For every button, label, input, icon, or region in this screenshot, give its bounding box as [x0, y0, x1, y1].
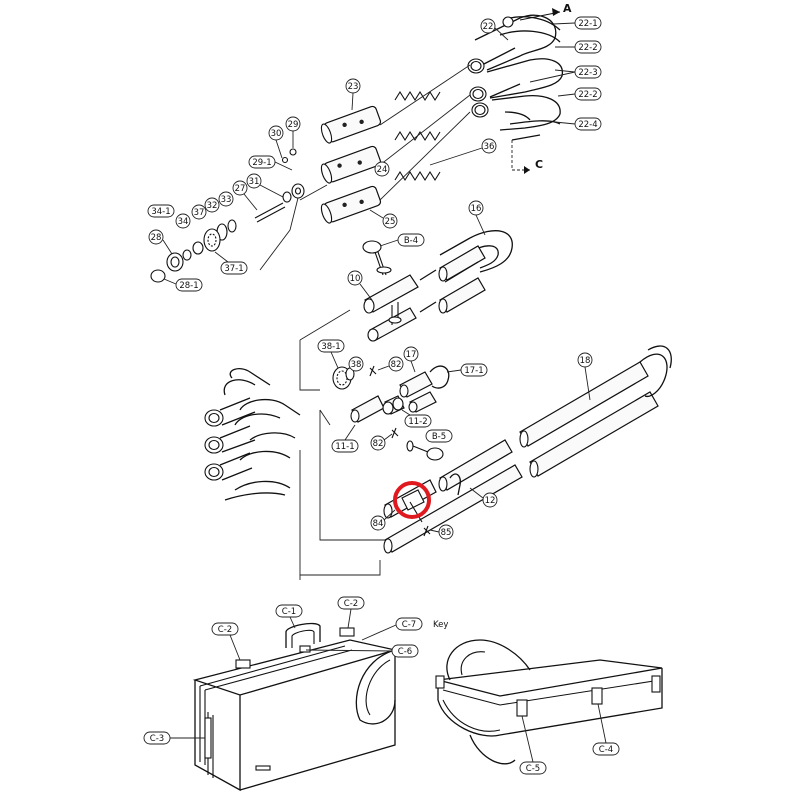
key-label: Key	[433, 620, 448, 630]
callout-12: 12	[485, 496, 496, 506]
callout-84: 84	[373, 519, 384, 529]
tuning-slide-16: 16 B-4 10	[299, 200, 513, 426]
callouts-22: 22 22-1 22-2 22-3 22-2 22-4	[480, 16, 602, 131]
callout-30: 30	[271, 129, 282, 139]
callout-10: 10	[350, 274, 361, 284]
tuning-slide-18: 18 12 84 85	[299, 345, 672, 580]
callout-28-1: 28-1	[179, 281, 198, 291]
callout-82a: 82	[391, 360, 402, 370]
callout-85: 85	[441, 528, 452, 538]
hard-case-right: C-5 C-4	[435, 639, 663, 775]
callout-22-1: 22-1	[578, 19, 597, 29]
callout-23: 23	[348, 82, 359, 92]
callout-b-5: B-5	[432, 432, 446, 442]
callout-38: 38	[351, 360, 362, 370]
highlight-circle	[393, 481, 431, 519]
callout-c-6: C-6	[398, 647, 412, 657]
callout-33: 33	[221, 195, 232, 205]
callout-17: 17	[406, 350, 417, 360]
callout-16: 16	[471, 204, 482, 214]
callout-22-4: 22-4	[578, 120, 597, 130]
label-a: A	[563, 2, 572, 15]
callout-c-2a: C-2	[218, 625, 232, 635]
callout-c-7: C-7	[402, 620, 416, 630]
callout-34: 34	[178, 217, 189, 227]
callout-34-1: 34-1	[151, 207, 170, 217]
callout-27: 27	[235, 184, 246, 194]
callout-c-1: C-1	[282, 607, 296, 617]
callout-17-1: 17-1	[464, 366, 483, 376]
callout-24: 24	[377, 165, 388, 175]
callout-c-2b: C-2	[344, 599, 358, 609]
bow-tube-assembly: A C	[467, 2, 572, 174]
callout-32: 32	[207, 201, 218, 211]
callout-37: 37	[194, 208, 205, 218]
callout-c-3: C-3	[150, 734, 164, 744]
valve-parts-middle: 38-1 38 82 17 17-1 11-1 11-2	[317, 339, 488, 461]
label-c: C	[535, 158, 543, 171]
callout-22: 22	[483, 22, 494, 32]
callout-18: 18	[580, 356, 591, 366]
callout-28: 28	[151, 233, 162, 243]
callout-25: 25	[385, 217, 396, 227]
callout-c-5: C-5	[526, 764, 540, 774]
callout-38-1: 38-1	[321, 342, 340, 352]
callout-22-2: 22-2	[578, 43, 597, 53]
callout-29-1: 29-1	[252, 158, 271, 168]
callout-11-1: 11-1	[335, 442, 354, 452]
callout-36: 36	[484, 142, 495, 152]
callout-29: 29	[288, 120, 299, 130]
callout-b-4: B-4	[404, 236, 418, 246]
callout-22-2b: 22-2	[578, 90, 597, 100]
callout-31: 31	[249, 177, 260, 187]
callout-37-1: 37-1	[224, 264, 243, 274]
callout-c-4: C-4	[599, 745, 613, 755]
callout-22-3: 22-3	[578, 68, 597, 78]
hard-case-left: C-1 C-2 C-2 C-7 Key C-6 C-3	[143, 596, 448, 792]
callout-82b: 82	[373, 439, 384, 449]
pistons: 23 24 25 36	[259, 64, 497, 271]
lower-bow-tubes	[204, 368, 301, 501]
valve-small-parts: 30 29 29-1 31 27 33 32 37 34 34-1	[147, 116, 305, 292]
callout-11-2: 11-2	[408, 417, 427, 427]
